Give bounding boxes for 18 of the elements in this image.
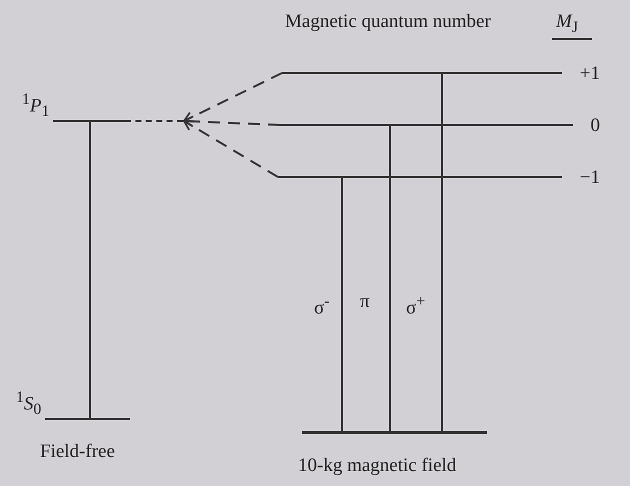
polarization-label: σ$^{-}$ xyxy=(314,292,330,318)
panel-caption: 10-kg magnetic field xyxy=(298,456,456,476)
quantum-number-value: −1 xyxy=(578,168,601,188)
transition-line xyxy=(89,121,91,419)
dashed-connector xyxy=(183,72,282,122)
quantum-number-value: +1 xyxy=(578,64,601,84)
panel-caption: Field-free xyxy=(40,442,115,462)
term-symbol: $^{1}$S$_{0}$ xyxy=(15,388,42,420)
dashed-connector xyxy=(183,120,279,178)
axis-heading: Magnetic quantum number xyxy=(285,12,491,32)
transition-line xyxy=(389,125,391,431)
polarization-label: π xyxy=(360,292,370,312)
transition-line xyxy=(441,73,443,431)
polarization-label: σ$^{+}$ xyxy=(406,292,426,318)
transition-line xyxy=(341,177,343,431)
quantum-number-value: 0 xyxy=(590,116,601,136)
energy-level-bar xyxy=(302,431,487,434)
term-symbol: $^{1}$P$_{1}$ xyxy=(21,90,50,122)
